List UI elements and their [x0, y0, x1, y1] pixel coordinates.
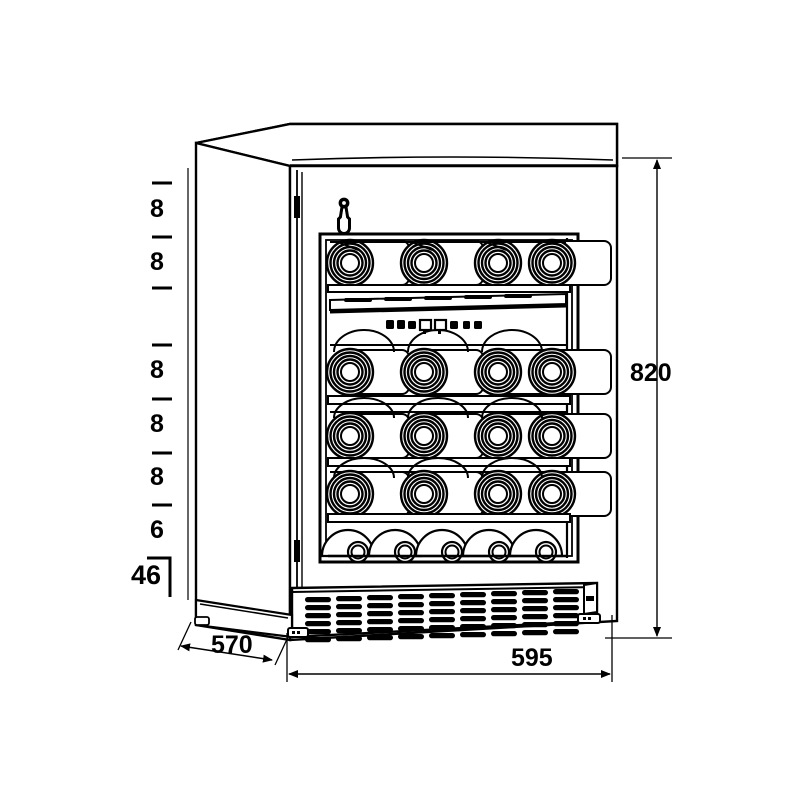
base-vent-grille [290, 581, 599, 643]
shelf-perforated [329, 292, 567, 314]
dimension-depth-570 [177, 621, 289, 666]
cabinet-feet [194, 613, 601, 638]
shelf-pitch-label-5: 8 [150, 463, 164, 491]
door-hinge-line [294, 170, 303, 636]
shelf-pitch-label-4: 8 [150, 410, 164, 438]
bottle-row-4 [325, 457, 613, 519]
interior-shelves [320, 238, 613, 564]
dimension-width-595 [286, 615, 613, 682]
dimension-height-820 [605, 157, 672, 639]
shelf-pitch-label-3: 8 [150, 356, 164, 384]
dimension-plinth-46-bracket [147, 556, 172, 597]
dimension-depth-570-label: 570 [211, 631, 253, 659]
bottle-row-5-angled [320, 528, 566, 564]
shelf-pitch-label-1: 8 [150, 195, 164, 223]
dimension-plinth-46-label: 46 [131, 560, 162, 590]
dimension-height-820-label: 820 [630, 359, 672, 387]
dimension-width-595-label: 595 [511, 644, 553, 672]
bottle-row-2 [325, 329, 613, 397]
bottle-row-1 [325, 238, 613, 288]
control-panel[interactable] [386, 318, 482, 334]
bottle-row-3 [325, 397, 613, 461]
shelf-pitch-label-2: 8 [150, 248, 164, 276]
shelf-pitch-tick-ladder [152, 181, 172, 507]
key-lock-icon [337, 197, 351, 235]
shelf-pitch-label-6: 6 [150, 516, 164, 544]
